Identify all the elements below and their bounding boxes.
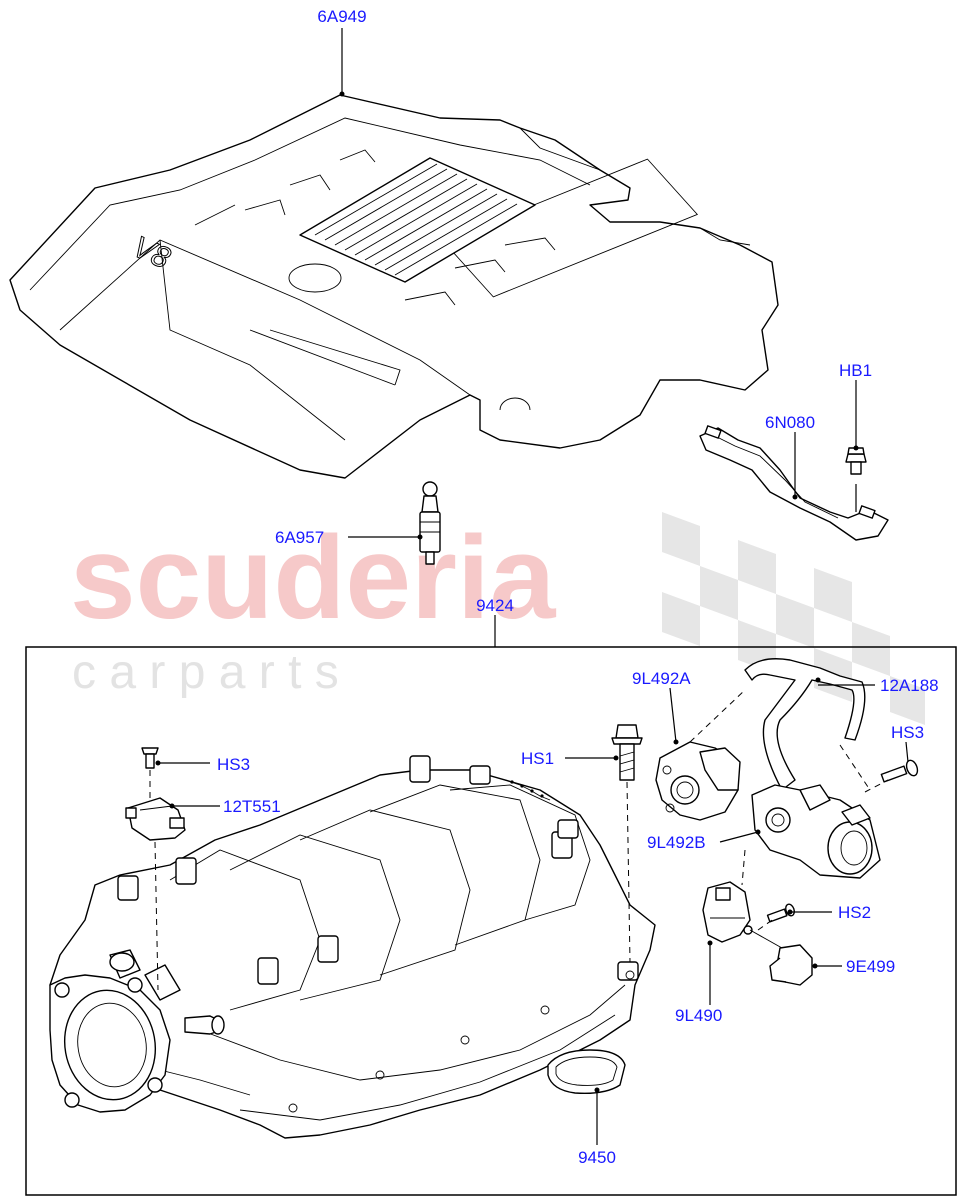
- intake-manifold: [49, 755, 656, 1139]
- leader-lines: [155, 28, 909, 1145]
- callout-hs3-left: HS3: [217, 755, 250, 774]
- screw-hs3-left: [141, 747, 159, 769]
- callout-hb1: HB1: [839, 361, 872, 380]
- callout-hs3-right: HS3: [891, 723, 924, 742]
- bracket-bolt: [845, 447, 867, 475]
- connector: [749, 929, 813, 986]
- manifold-assembly-frame: [25, 646, 957, 1196]
- bolt-hs1: [611, 724, 643, 781]
- callout-9424: 9424: [476, 596, 514, 615]
- valve-a: [655, 741, 741, 821]
- checkered-flag-icon: [662, 512, 925, 725]
- callout-9l492b: 9L492B: [647, 833, 706, 852]
- callout-6a949: 6A949: [317, 7, 366, 26]
- callout-9e499: 9E499: [846, 957, 895, 976]
- harness-bracket: [699, 425, 889, 541]
- callout-12t551: 12T551: [223, 797, 281, 816]
- callout-hs1: HS1: [521, 749, 554, 768]
- valve-b: [751, 784, 881, 879]
- cover-mount-stud: [419, 481, 441, 565]
- callout-9l490: 9L490: [675, 1006, 722, 1025]
- engine-cover: V8: [9, 94, 779, 479]
- watermark: scuderia c a r p a r t s: [70, 512, 925, 725]
- alignment-lines: [149, 689, 889, 991]
- watermark-tagline: c a r p a r t s: [72, 646, 339, 699]
- callout-labels: 6A949 6A957 6N080 HB1 9424 9L492A 12A188…: [217, 7, 939, 1167]
- callout-6n080: 6N080: [765, 413, 815, 432]
- hose: [744, 658, 866, 791]
- callout-hs2: HS2: [838, 903, 871, 922]
- callout-9450: 9450: [578, 1148, 616, 1167]
- gasket: [547, 1049, 626, 1095]
- watermark-brand: scuderia: [70, 512, 557, 644]
- screw-hs3-right: [880, 759, 919, 783]
- callout-6a957: 6A957: [275, 528, 324, 547]
- map-sensor: [125, 797, 186, 841]
- callout-12a188: 12A188: [880, 676, 939, 695]
- actuator: [702, 881, 753, 943]
- callout-9l492a: 9L492A: [632, 669, 691, 688]
